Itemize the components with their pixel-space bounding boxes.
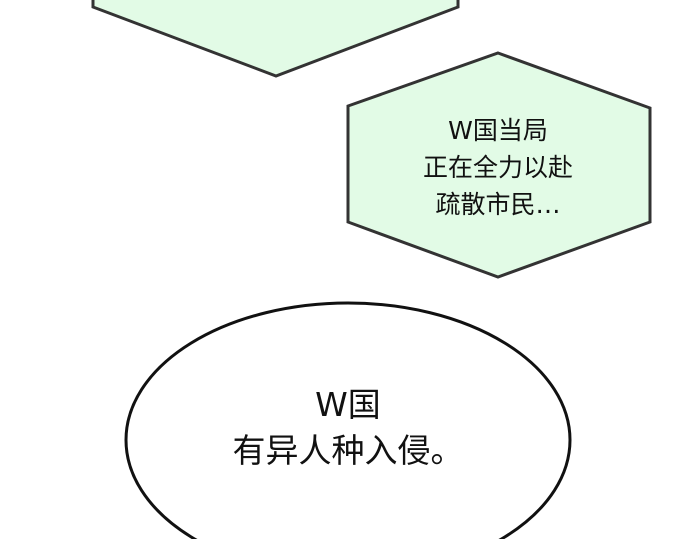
speech-bubble-hexagon [346,51,652,279]
text-line: W国 [315,385,381,424]
speech-bubble-ellipse [124,301,572,539]
hexagon-bubble-text: W国当局 正在全力以赴 疏散市民… [398,112,598,223]
text-line: W国当局 [448,116,548,145]
ellipse-bubble-text: W国 有异人种入侵。 [198,382,498,474]
speech-bubble-top-hexagon [91,0,460,78]
text-line: 有异人种入侵。 [232,431,464,470]
text-line: 正在全力以赴 [422,153,573,182]
text-line: 疏散市民… [435,190,561,219]
